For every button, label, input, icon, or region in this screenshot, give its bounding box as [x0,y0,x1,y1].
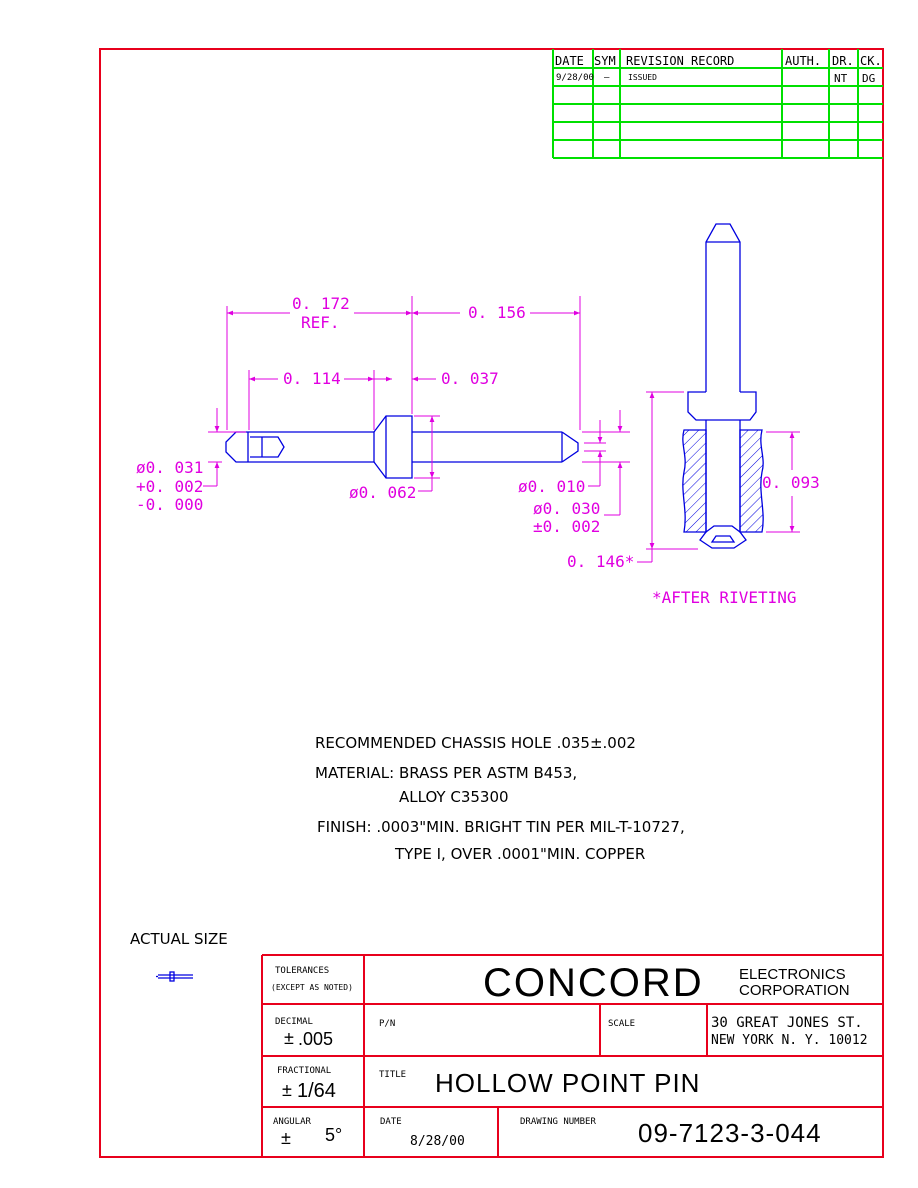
dim-overall-length-ref: REF. [301,313,340,332]
pin-installed-view [682,223,764,549]
dim-chassis-thickness: 0. 093 [762,473,820,492]
title-value: HOLLOW POINT PIN [435,1068,700,1098]
rev-row-sym: – [604,73,610,83]
rev-row-record: ISSUED [628,73,657,82]
dim-flange-diameter: ø0. 062 [349,483,416,502]
tolerances-sub: (EXCEPT AS NOTED) [271,983,353,992]
note-finish-2: TYPE I, OVER .0001"MIN. COPPER [394,845,645,863]
dim-after-riveting-length: 0. 146* [567,552,634,571]
decimal-label: DECIMAL [275,1017,313,1027]
title-block-grid [261,954,883,1157]
angular-plusminus-icon: ± [281,1128,291,1148]
rev-header-sym: SYM [594,54,616,68]
dim-flange-thickness: 0. 037 [441,369,499,388]
chassis-right-section [739,429,764,533]
title-block: TOLERANCES (EXCEPT AS NOTED) CONCORD ELE… [271,961,868,1149]
note-material-2: ALLOY C35300 [399,788,509,806]
drawing-number-value: 09-7123-3-044 [638,1118,822,1148]
title-label: TITLE [379,1070,406,1080]
installed-dimensions [637,391,800,563]
dimension-labels: 0. 172 REF. 0. 156 0. 114 0. 037 ø0. 031… [136,294,820,607]
date-label: DATE [380,1117,402,1127]
rev-header-dr: DR. [832,54,854,68]
dim-tip-tol-plus: +0. 002 [136,477,203,496]
notes: RECOMMENDED CHASSIS HOLE .035±.002 MATER… [130,734,685,948]
note-material-1: MATERIAL: BRASS PER ASTM B453, [315,764,577,782]
rev-header-ck: CK. [860,54,882,68]
angular-value: 5° [325,1125,342,1145]
actual-size-pin-icon [156,971,193,982]
pin-side-view [225,415,579,479]
dim-shank-length: 0. 156 [468,303,526,322]
chassis-left-section [682,429,707,533]
rev-row-date: 9/28/00 [556,73,594,83]
rev-header-auth: AUTH. [785,54,821,68]
angular-label: ANGULAR [273,1117,312,1127]
note-finish-1: FINISH: .0003"MIN. BRIGHT TIN PER MIL-T-… [317,818,685,836]
dimension-lines [203,296,630,516]
dim-shank-diameter: ø0. 030 [533,499,600,518]
address-line-2: NEW YORK N. Y. 10012 [711,1033,868,1048]
fractional-value: 1/64 [297,1080,336,1102]
tolerances-label: TOLERANCES [275,966,329,976]
dim-tip-diameter: ø0. 031 [136,458,203,477]
rev-row-ck: DG [862,72,875,85]
date-value: 8/28/00 [410,1134,465,1149]
decimal-plusminus-icon: ± [284,1028,294,1048]
company-line-1: ELECTRONICS [739,966,846,983]
note-chassis-hole: RECOMMENDED CHASSIS HOLE .035±.002 [315,734,636,752]
address-line-1: 30 GREAT JONES ST. [711,1015,863,1031]
fractional-label: FRACTIONAL [277,1066,331,1076]
pn-label: P/N [379,1019,395,1029]
fractional-plusminus-icon: ± [282,1080,292,1100]
sheet-border [99,48,884,1158]
dim-overall-length: 0. 172 [292,294,350,313]
dim-head-offset: 0. 114 [283,369,341,388]
dim-tip-tol-minus: -0. 000 [136,495,203,514]
company-name: CONCORD [483,961,704,1005]
scale-label: SCALE [608,1019,635,1029]
company-line-2: CORPORATION [739,982,850,999]
revision-headers: DATE SYM REVISION RECORD AUTH. DR. CK. [555,54,882,68]
drawing-number-label: DRAWING NUMBER [520,1117,596,1127]
decimal-value: .005 [298,1029,333,1049]
revision-row: 9/28/00 – ISSUED NT DG [556,72,875,85]
rev-row-dr: NT [834,72,848,85]
actual-size-label: ACTUAL SIZE [130,930,228,948]
dim-shank-tol: ±0. 002 [533,517,600,536]
dim-bore-diameter: ø0. 010 [518,477,585,496]
rev-header-date: DATE [555,54,584,68]
revision-block [552,49,883,159]
after-riveting-note: *AFTER RIVETING [652,588,797,607]
rev-header-record: REVISION RECORD [626,54,734,68]
